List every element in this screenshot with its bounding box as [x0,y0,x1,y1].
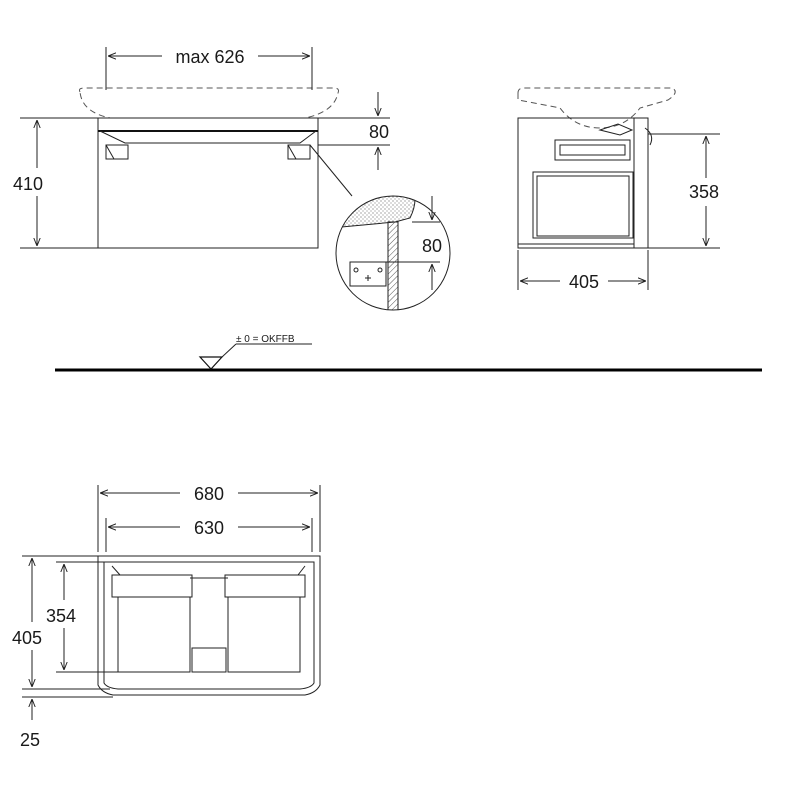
wall-gap-label: 25 [20,730,40,750]
lower-drawer [532,171,634,239]
bracket-detail [287,144,297,160]
siphon-cutout [191,647,227,673]
basin-side-outline [517,87,676,129]
detail-bracket [349,261,387,287]
upper-drawer [554,139,631,161]
detail-recess-label: 80 [422,236,442,256]
drawer-front-right [224,574,306,598]
detail-circle [335,195,451,311]
detail-leader-line [309,144,353,197]
cabinet-height-label: 410 [13,174,43,194]
side-front-panel [633,117,649,249]
top-outer-outline [97,555,321,696]
cabinet-wall-section [387,221,399,310]
screw-icon [353,267,359,273]
inner-depth-label: 354 [46,606,76,626]
recess-label: 80 [369,122,389,142]
level-leader [221,343,237,358]
side-base [517,243,635,249]
drawer-front-left [111,574,193,598]
inner-width-label: 630 [194,518,224,538]
bracket-detail [105,144,115,160]
lower-drawer-inner [536,175,630,237]
corner-detail [111,565,121,576]
mounting-bracket-left [105,144,129,160]
drawer-handle-recess [99,130,317,144]
basin-width-label: max 626 [175,47,244,67]
drain-pipe [644,127,653,146]
screw-icon [377,267,383,273]
floor-reference-label: ± 0 = OKFFB [236,334,295,345]
drawer-box-left [117,596,191,673]
outer-width-label: 680 [194,484,224,504]
corner-detail [297,565,306,576]
upper-drawer-inner [559,144,626,156]
level-marker-icon [198,356,224,370]
outer-depth-label: 405 [12,628,42,648]
worktop-section [336,196,416,229]
side-view: 358 405 [517,87,720,292]
front-view: max 626 410 80 [13,47,390,249]
floor-reference: ± 0 = OKFFB [55,334,762,372]
cabinet-body [97,117,319,249]
detail-view: 80 [335,195,451,311]
top-view: 680 630 354 405 25 [12,484,321,750]
basin-outline [79,87,339,119]
drawer-box-right [227,596,301,673]
siphon [598,123,634,136]
side-depth-label: 405 [569,272,599,292]
top-inner-outline [103,561,315,690]
side-height-label: 358 [689,182,719,202]
mounting-bracket-right [287,144,311,160]
